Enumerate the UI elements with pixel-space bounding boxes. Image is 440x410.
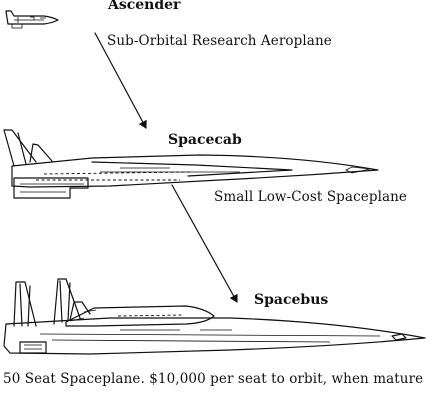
progression-arrow-2 <box>171 184 238 303</box>
spacecab-label: Spacecab <box>168 132 242 148</box>
spacebus-description: 50 Seat Spaceplane. $10,000 per seat to … <box>3 371 424 387</box>
spacecab-description: Small Low-Cost Spaceplane <box>214 189 408 205</box>
progression-arrow-1 <box>94 32 147 129</box>
spacebus-label: Spacebus <box>254 292 329 308</box>
ascender-aircraft-drawing <box>5 10 59 29</box>
ascender-label: Ascender <box>108 0 181 13</box>
spacecab-aircraft-drawing <box>3 129 379 199</box>
spacebus-aircraft-drawing <box>3 278 426 355</box>
ascender-description: Sub-Orbital Research Aeroplane <box>107 33 332 49</box>
